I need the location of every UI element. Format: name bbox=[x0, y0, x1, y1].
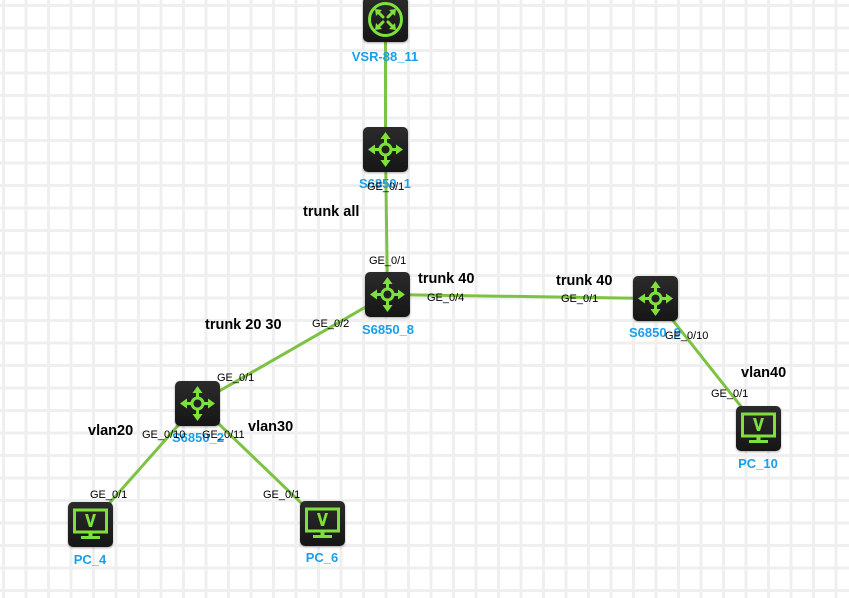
switch-icon bbox=[370, 277, 405, 312]
pc-icon bbox=[73, 508, 108, 539]
port-label-pc6-ge01: GE_0/1 bbox=[263, 489, 301, 501]
node-label-s6850-9: S6850_9 bbox=[628, 325, 682, 340]
node-label-pc-6: PC_6 bbox=[305, 550, 339, 565]
port-label-s6850-9-ge010: GE_0/10 bbox=[665, 330, 709, 342]
port-label-s6850-1-ge01: GE_0/1 bbox=[367, 181, 405, 193]
link-s6850-8-s6850-2[interactable] bbox=[196, 293, 389, 405]
node-label-pc-4: PC_4 bbox=[73, 552, 107, 567]
port-label-s6850-2-ge011: GE_0/11 bbox=[202, 429, 245, 441]
node-label-s6850-8: S6850_8 bbox=[361, 322, 415, 337]
pc-icon bbox=[741, 412, 776, 443]
node-pc-4[interactable] bbox=[68, 502, 113, 547]
pc-icon bbox=[305, 507, 340, 538]
link-s6850-8-s6850-9[interactable] bbox=[387, 293, 656, 300]
link-label-trunk-40-right: trunk 40 bbox=[556, 273, 613, 289]
node-label-pc-10: PC_10 bbox=[738, 456, 778, 471]
link-s6850-1-s6850-8[interactable] bbox=[384, 149, 389, 295]
switch-icon bbox=[180, 386, 215, 421]
router-icon bbox=[368, 2, 403, 37]
node-s6850-9[interactable] bbox=[633, 276, 678, 321]
node-label-s6850-1: S6850_1 bbox=[358, 176, 412, 191]
switch-icon bbox=[638, 281, 673, 316]
link-label-vlan20: vlan20 bbox=[88, 423, 134, 439]
node-s6850-2[interactable] bbox=[175, 381, 220, 426]
node-s6850-1[interactable] bbox=[363, 127, 408, 172]
node-label-vsr-88-11: VSR-88_11 bbox=[351, 49, 419, 64]
link-label-vlan30: vlan30 bbox=[248, 419, 294, 435]
port-label-s6850-2-ge010: GE_0/10 bbox=[142, 429, 186, 441]
node-s6850-8[interactable] bbox=[365, 272, 410, 317]
port-label-pc4-ge01: GE_0/1 bbox=[90, 489, 128, 501]
port-label-s6850-8-ge02: GE_0/2 bbox=[312, 318, 350, 330]
node-pc-10[interactable] bbox=[736, 406, 781, 451]
link-label-trunk-all: trunk all bbox=[303, 204, 360, 220]
switch-icon bbox=[368, 132, 403, 167]
link-label-trunk-40-left: trunk 40 bbox=[418, 271, 475, 287]
node-pc-6[interactable] bbox=[300, 501, 345, 546]
port-label-s6850-2-ge01: GE_0/1 bbox=[217, 372, 255, 384]
port-label-s6850-8-ge01: GE_0/1 bbox=[369, 255, 407, 267]
port-label-pc10-ge01: GE_0/1 bbox=[711, 388, 749, 400]
link-label-vlan40: vlan40 bbox=[741, 365, 787, 381]
port-label-s6850-9-ge01: GE_0/1 bbox=[561, 293, 599, 305]
port-label-s6850-8-ge04: GE_0/4 bbox=[427, 292, 465, 304]
node-label-s6850-2: S6850_2 bbox=[171, 430, 225, 445]
node-vsr-88-11[interactable] bbox=[363, 0, 408, 42]
link-label-trunk-20-30: trunk 20 30 bbox=[205, 317, 282, 333]
